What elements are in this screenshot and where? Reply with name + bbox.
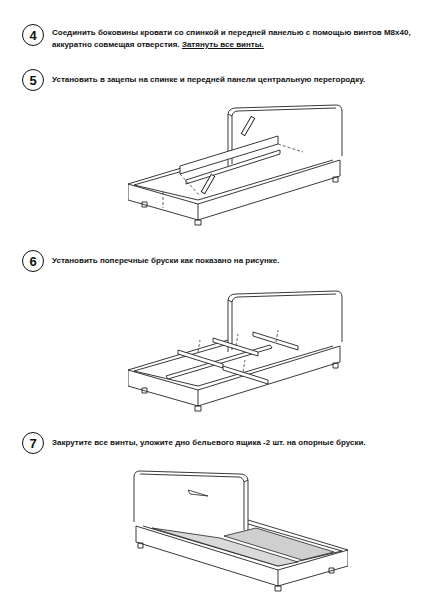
bed-step-7 bbox=[134, 471, 348, 591]
bed-step-5 bbox=[128, 105, 342, 225]
emphasis-note: Затянуть все винты. bbox=[182, 40, 264, 49]
step-number: 7 bbox=[29, 437, 36, 450]
step-number-circle: 6 bbox=[22, 250, 44, 272]
instruction-text: Соединить боковины кровати со спинкой и … bbox=[52, 27, 414, 51]
step-number: 6 bbox=[29, 255, 36, 268]
instruction-text: Закрутите все винты, уложите дно бельево… bbox=[52, 438, 366, 447]
instruction-text: Установить в зацепы на спинке и передней… bbox=[52, 74, 414, 86]
step-number-circle: 5 bbox=[22, 69, 44, 91]
instruction-text: Установить поперечные бруски как показан… bbox=[52, 256, 280, 265]
step-number-circle: 4 bbox=[22, 24, 44, 46]
instruction-text: Установить в зацепы на спинке и передней… bbox=[52, 75, 365, 84]
instruction-text: Установить поперечные бруски как показан… bbox=[52, 255, 414, 267]
step-number: 4 bbox=[29, 29, 36, 42]
step-number-circle: 7 bbox=[22, 432, 44, 454]
instruction-text: Закрутите все винты, уложите дно бельево… bbox=[52, 437, 414, 449]
step-number: 5 bbox=[29, 74, 36, 87]
bed-step-6 bbox=[128, 291, 342, 411]
